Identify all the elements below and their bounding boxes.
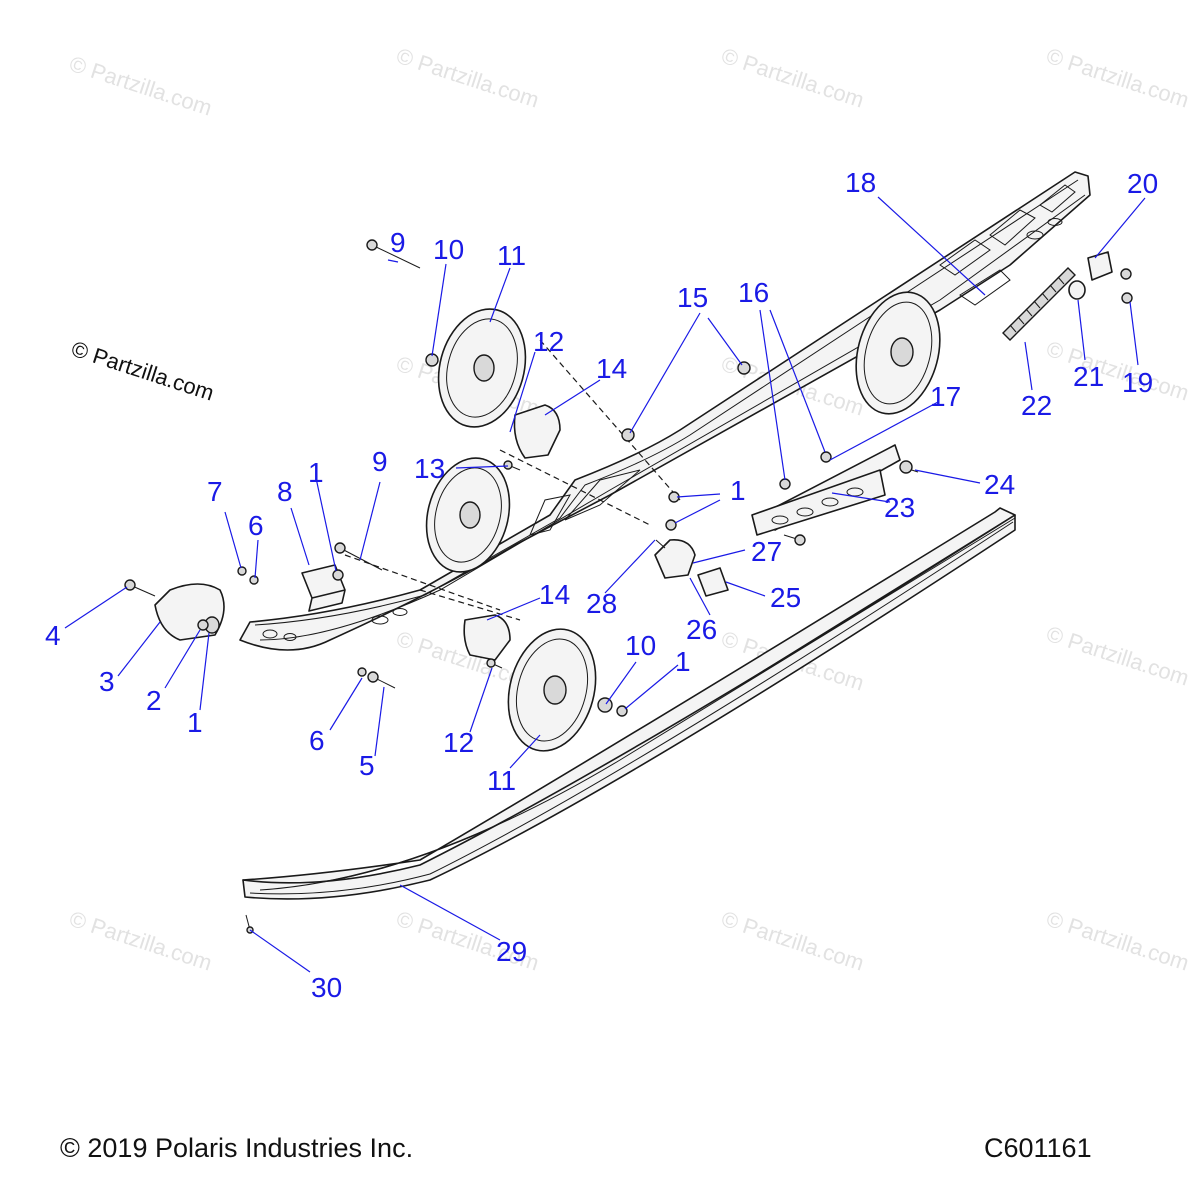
callout-label: 11 [497, 240, 526, 271]
callout-label: 18 [845, 167, 876, 198]
callout-label: 30 [311, 972, 342, 1003]
callout-label: 25 [770, 582, 801, 613]
watermark: © Partzilla.com [718, 43, 867, 113]
callout-label: 1 [187, 707, 203, 738]
slide-block-23-part [751, 469, 886, 536]
idler-wheel-middle [425, 457, 511, 573]
watermark: © Partzilla.com [66, 906, 215, 976]
callout-label: 1 [308, 457, 324, 488]
knob-21-part [1068, 280, 1086, 300]
spring-part [1002, 267, 1076, 341]
mount-part [654, 538, 696, 579]
idler-wheel-rear [855, 291, 941, 415]
figure-code: C601161 [984, 1133, 1092, 1163]
idler-wheel-lower [507, 628, 597, 752]
callout-label: 10 [625, 630, 656, 661]
callout-label: 3 [99, 666, 115, 697]
spacer-part [697, 567, 729, 597]
callout-label: 4 [45, 620, 61, 651]
bracket-lower-part [463, 614, 511, 661]
watermark: © Partzilla.com [393, 43, 542, 113]
callout-label: 16 [738, 277, 769, 308]
watermark: © Partzilla.com [1043, 336, 1192, 406]
watermark: © Partzilla.com [1043, 621, 1192, 691]
callout-label: 13 [414, 453, 445, 484]
callout-label: 5 [359, 750, 375, 781]
callout-label: 27 [751, 536, 782, 567]
callout-label: 28 [586, 588, 617, 619]
line-art [124, 171, 1133, 934]
rail-part [239, 171, 1091, 651]
callout-label: 6 [309, 725, 325, 756]
callout-label: 7 [207, 476, 223, 507]
copyright-text: © 2019 Polaris Industries Inc. [60, 1133, 414, 1163]
wear-bar-part [242, 507, 1016, 900]
watermark-dark: © Partzilla.com [68, 336, 217, 406]
watermark: © Partzilla.com [718, 906, 867, 976]
callout-label: 17 [930, 381, 961, 412]
callout-label: 10 [433, 234, 464, 265]
leader-lines [64, 196, 1146, 973]
callout-label: 12 [443, 727, 474, 758]
watermark: © Partzilla.com [1043, 906, 1192, 976]
callout-label: 20 [1127, 168, 1158, 199]
watermark: © Partzilla.com [66, 51, 215, 121]
callout-label: 12 [533, 326, 564, 357]
callout-label: 15 [677, 282, 708, 313]
callout-label: 24 [984, 469, 1015, 500]
idler-wheel-upper [437, 308, 527, 428]
callout-label: 1 [730, 475, 746, 506]
watermark: © Partzilla.com [1043, 43, 1192, 113]
callout-label: 11 [487, 765, 516, 796]
callout-label: 19 [1122, 367, 1153, 398]
callout-label: 14 [596, 353, 627, 384]
bracket-upper-part [513, 404, 561, 459]
callout-label: 2 [146, 685, 162, 716]
callout-label: 21 [1073, 361, 1104, 392]
bracket-20-part [1087, 251, 1113, 281]
callout-label: 29 [496, 936, 527, 967]
callout-label: 9 [372, 446, 388, 477]
callout-label: 22 [1021, 390, 1052, 421]
callout-label: 8 [277, 476, 293, 507]
callout-label: 23 [884, 492, 915, 523]
fasteners [124, 239, 1133, 934]
callout-label: 6 [248, 510, 264, 541]
callout-label: 9 [390, 227, 406, 258]
callout-label: 1 [675, 646, 691, 677]
callout-label: 26 [686, 614, 717, 645]
callout-layer: 18 20 9 10 11 15 16 12 14 17 21 19 22 13… [45, 167, 1158, 1003]
watermark-layer: © Partzilla.com © Partzilla.com © Partzi… [66, 43, 1192, 976]
front-block-part [154, 583, 225, 641]
callout-label: 14 [539, 579, 570, 610]
